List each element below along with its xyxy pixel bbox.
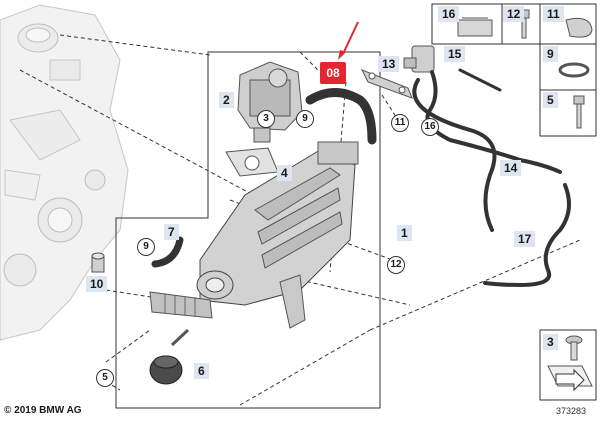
- copyright-notice: © 2019 BMW AG: [4, 405, 82, 416]
- hose-9-illustration: [305, 88, 377, 145]
- callout-9-left[interactable]: 9: [137, 238, 155, 256]
- grid-label-11[interactable]: 11: [543, 6, 564, 22]
- callout-11[interactable]: 11: [391, 114, 409, 132]
- callout-4[interactable]: 4: [277, 165, 292, 181]
- highlighted-part-label[interactable]: 08: [320, 62, 346, 84]
- hose-7-illustration: [151, 236, 184, 268]
- diagram-number: 373283: [556, 406, 587, 416]
- bolt-3-icon: [565, 335, 583, 361]
- assembly-frame: [115, 51, 381, 409]
- egr-valve-illustration: [237, 61, 303, 143]
- egr-cooler-illustration: [196, 141, 359, 329]
- grid-label-16[interactable]: 16: [438, 6, 460, 22]
- callout-2[interactable]: 2: [219, 92, 234, 108]
- callout-7[interactable]: 7: [164, 224, 179, 240]
- actuator-illustration: [149, 328, 190, 385]
- callout-13[interactable]: 13: [378, 56, 400, 72]
- flex-pipe-illustration: [149, 291, 213, 319]
- grid-label-5[interactable]: 5: [543, 92, 558, 108]
- arrow-symbol-icon: [547, 365, 593, 392]
- pointer-arrow: [338, 21, 359, 60]
- callout-10[interactable]: 10: [86, 276, 108, 292]
- valve-15-illustration: [403, 45, 435, 73]
- bolt-5-icon: [573, 95, 585, 129]
- engine-block-illustration: [0, 4, 129, 341]
- bracket-13-illustration: [360, 69, 413, 99]
- callout-5[interactable]: 5: [96, 369, 114, 387]
- callout-1[interactable]: 1: [397, 225, 412, 241]
- grid-label-3[interactable]: 3: [543, 334, 558, 350]
- callout-16[interactable]: 16: [421, 118, 439, 136]
- grid-label-9[interactable]: 9: [543, 46, 558, 62]
- gasket-illustration: [225, 147, 279, 177]
- clip-11-icon: [565, 17, 593, 38]
- callout-3[interactable]: 3: [257, 110, 275, 128]
- callout-9-top[interactable]: 9: [296, 110, 314, 128]
- callout-12[interactable]: 12: [387, 256, 405, 274]
- callout-6[interactable]: 6: [194, 363, 209, 379]
- callout-17[interactable]: 17: [514, 231, 536, 247]
- grid-label-12[interactable]: 12: [503, 6, 525, 22]
- callout-14[interactable]: 14: [500, 160, 522, 176]
- part-10-illustration: [91, 252, 105, 273]
- callout-15[interactable]: 15: [444, 46, 466, 62]
- parts-grid: [431, 3, 597, 401]
- vacuum-hoses-illustration: [412, 68, 571, 288]
- clip-16-icon: [457, 17, 493, 37]
- clamp-9-icon: [558, 62, 590, 78]
